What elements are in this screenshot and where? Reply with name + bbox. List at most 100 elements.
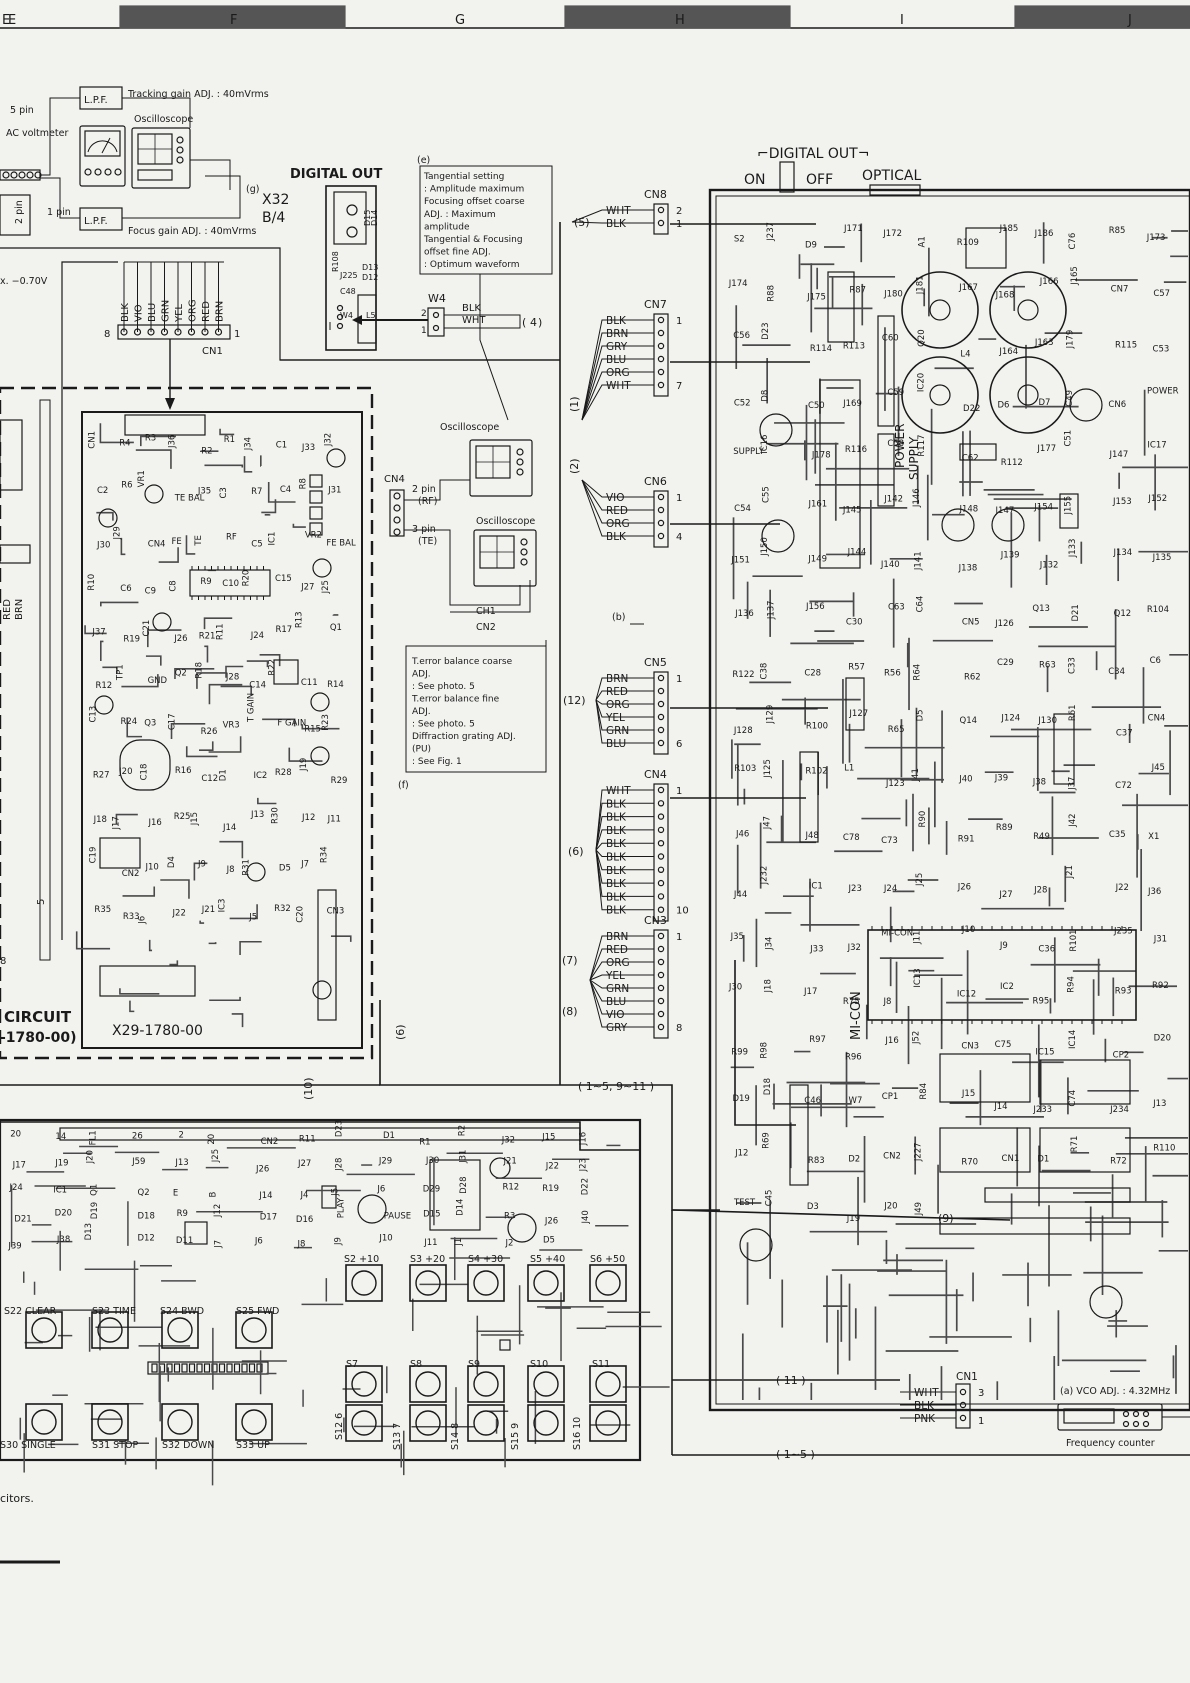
- wire-color-label: ORG: [606, 957, 630, 969]
- component-label: J19: [846, 1214, 860, 1224]
- w4-connector: [427, 307, 445, 337]
- main-bus: ( 1∼5, 9∼11 )(10)(6)( 11 )( 1∼5 )(9): [0, 222, 1190, 1461]
- wire-color-label: BRN: [606, 931, 628, 943]
- component-label: CN4: [1148, 713, 1166, 723]
- pin-number: 1: [978, 1416, 984, 1427]
- wire-color-label: BLK: [606, 865, 627, 877]
- pin-pad: [226, 1363, 233, 1373]
- pin-number: 1: [676, 316, 682, 327]
- key-label: S24 BWD: [160, 1306, 204, 1317]
- component-label: R92: [1152, 981, 1169, 991]
- component-label: J19: [299, 758, 309, 772]
- component-label: TP1: [116, 664, 126, 681]
- component-label: J12: [213, 1204, 223, 1218]
- component-label: J21: [1065, 865, 1075, 879]
- component-label: J154: [1033, 503, 1053, 513]
- component-label: R65: [888, 725, 905, 735]
- component-label: J17: [111, 816, 121, 830]
- component-label: 20: [207, 1134, 217, 1145]
- component-label: C55: [761, 486, 771, 503]
- capacitor-or-pot: [310, 746, 330, 766]
- w4-label: W4: [428, 292, 446, 305]
- component-label: C4: [280, 485, 291, 495]
- component-label: C2: [97, 486, 108, 496]
- key-switch-plunger: [97, 1409, 123, 1435]
- wire-color-label: BLK: [606, 531, 627, 543]
- capacitor: [739, 1228, 773, 1262]
- key-label: S5 +40: [530, 1254, 565, 1265]
- component-label: R26: [201, 727, 218, 737]
- component-label: R75: [843, 997, 860, 1007]
- wire: [589, 974, 654, 981]
- adjustment-note-line: : See Fig. 1: [412, 757, 462, 767]
- pad: [516, 458, 524, 466]
- ic14: [1039, 1127, 1131, 1173]
- wire: [190, 159, 231, 190]
- wire: [595, 690, 654, 701]
- component-label: D12: [362, 273, 378, 282]
- wire-color-label: BLU: [147, 303, 158, 322]
- pcb-trace: [199, 920, 205, 924]
- component-label: R99: [731, 1047, 748, 1057]
- group-number: (8): [562, 1005, 578, 1018]
- adjustment-note-line: ADJ. : Maximum: [424, 210, 496, 220]
- pcb-trace: [119, 988, 160, 995]
- component-label: R32: [274, 904, 291, 914]
- component-label: R70: [961, 1158, 978, 1168]
- pcb-trace: [208, 736, 242, 753]
- component-label: R112: [1001, 458, 1023, 468]
- cn5-main: [845, 677, 865, 731]
- pad: [84, 168, 92, 176]
- component-label: CN6: [1108, 400, 1126, 410]
- pin-number: 10: [676, 906, 689, 917]
- component-label: D21: [1071, 604, 1081, 621]
- component-label: IC3: [218, 899, 228, 913]
- component-label: C6: [1150, 656, 1161, 666]
- ac-voltmeter-label: AC voltmeter: [6, 128, 68, 139]
- component-label: C33: [1067, 657, 1077, 674]
- component-label: T GAIN: [246, 693, 256, 723]
- wire-color-label: BLK: [606, 852, 627, 864]
- component-label: C21: [142, 620, 152, 637]
- pcb-trace: [145, 655, 162, 666]
- component-label: FE BAL: [326, 539, 356, 549]
- key-label: S30 SINGLE: [0, 1440, 56, 1451]
- component-label: C35: [1109, 830, 1126, 840]
- component-label: IC1: [809, 881, 823, 891]
- wire: [479, 274, 509, 421]
- component-label: D14: [456, 1199, 466, 1216]
- pin-pad: [393, 528, 401, 536]
- wire: [595, 849, 654, 884]
- key-switch-body: [25, 1311, 63, 1349]
- component-label: J25: [915, 873, 925, 887]
- pin-pad: [233, 1363, 241, 1373]
- component-label: C20: [296, 906, 306, 923]
- component-label: J145: [842, 505, 862, 515]
- component-label: S2: [734, 235, 745, 245]
- key-label: S14 8: [450, 1423, 461, 1450]
- key-label: S3 +20: [410, 1254, 445, 1265]
- component-label: D15: [363, 210, 372, 226]
- component-label: J153: [1112, 497, 1132, 507]
- key-switch-body: [345, 1365, 383, 1403]
- wire-color-label: BRN: [606, 673, 628, 685]
- key-switch-plunger: [415, 1270, 441, 1296]
- capacitor: [991, 508, 1025, 542]
- component-label: C12: [201, 774, 218, 784]
- component-label: C28: [804, 669, 821, 679]
- pcb-trace: [160, 879, 190, 899]
- pin-note: (RF): [418, 496, 437, 507]
- component-label: J35: [730, 932, 744, 942]
- wire-color-label: BLK: [606, 812, 627, 824]
- pcb-trace: [75, 931, 111, 950]
- component-label: E: [173, 1188, 178, 1198]
- pin-number: 1: [676, 932, 682, 943]
- component-label: C63: [888, 602, 905, 612]
- main-traces: [730, 222, 1188, 1400]
- component-label: R13: [295, 611, 305, 628]
- circuit-code: -1780-00): [0, 1030, 76, 1046]
- cp1: [939, 1217, 1131, 1235]
- component-label: R57: [848, 663, 865, 673]
